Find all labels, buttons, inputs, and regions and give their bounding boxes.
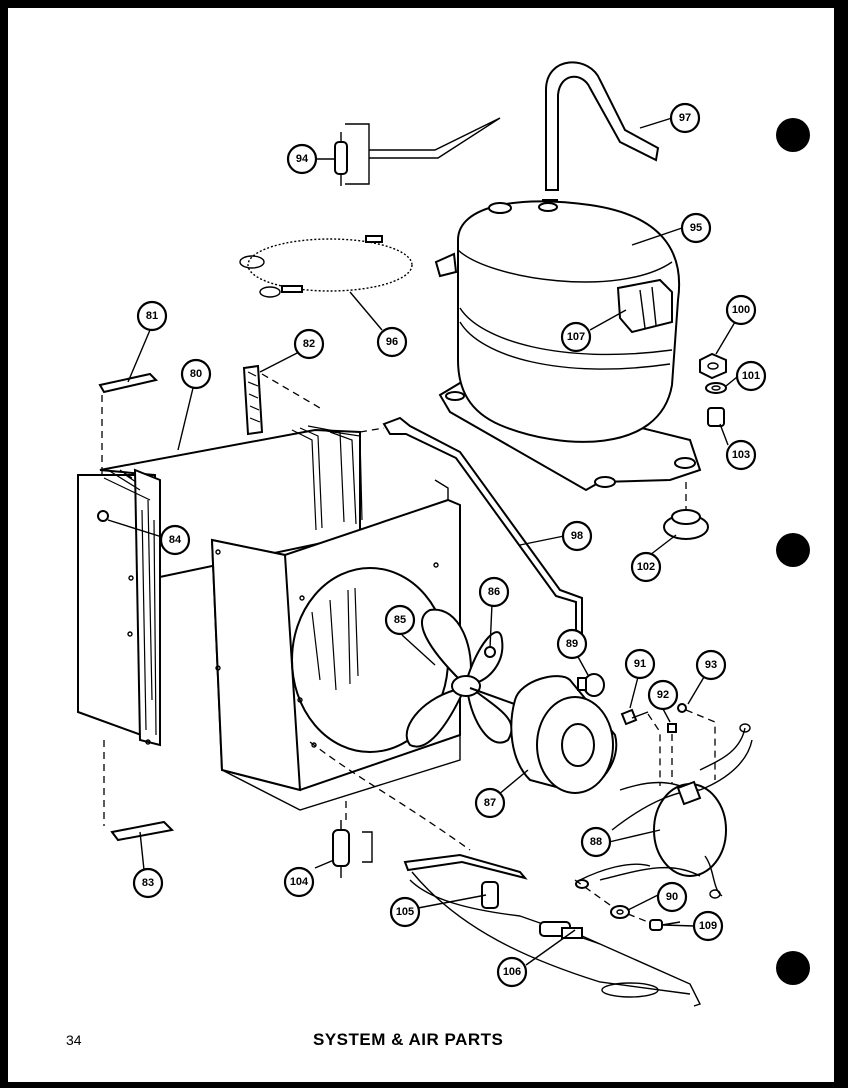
fasteners-91-92-93-part (620, 703, 716, 786)
heater-assembly-part (309, 741, 701, 1007)
svg-text:81: 81 (146, 310, 158, 322)
callout-80: 80 (180, 358, 212, 390)
page-title: SYSTEM & AIR PARTS (313, 1030, 504, 1049)
svg-text:98: 98 (571, 530, 583, 542)
svg-text:85: 85 (394, 614, 406, 626)
callout-107: 107 (560, 321, 592, 353)
seal-strip-83-part (103, 740, 175, 842)
svg-text:90: 90 (666, 891, 678, 903)
svg-text:101: 101 (742, 370, 760, 382)
page-number: 34 (66, 1032, 82, 1048)
exploded-parts-diagram: 80 81 82 83 84 85 86 87 88 89 90 91 92 9… (77, 61, 767, 1007)
callout-82: 82 (293, 328, 325, 360)
svg-text:80: 80 (190, 368, 202, 380)
callout-85: 85 (384, 604, 416, 636)
callout-86: 86 (478, 576, 510, 608)
svg-text:103: 103 (732, 449, 750, 461)
callout-91: 91 (624, 648, 656, 680)
fan-blade-part (405, 608, 513, 748)
capillary-tube-part (239, 235, 413, 298)
callout-87: 87 (474, 787, 506, 819)
callout-103: 103 (725, 439, 757, 471)
callout-104: 104 (283, 866, 315, 898)
motor-mount-part (575, 723, 753, 899)
callout-97: 97 (669, 102, 701, 134)
svg-text:83: 83 (142, 877, 154, 889)
svg-text:94: 94 (296, 153, 309, 165)
binder-hole-bottom (776, 951, 810, 985)
svg-text:105: 105 (396, 906, 414, 918)
callout-81: 81 (136, 300, 168, 332)
seal-strip-81-part (98, 372, 158, 475)
callout-92: 92 (647, 679, 679, 711)
svg-text:92: 92 (657, 689, 669, 701)
callout-83: 83 (132, 867, 164, 899)
callout-88: 88 (580, 826, 612, 858)
svg-text:82: 82 (303, 338, 315, 350)
callout-98: 98 (561, 520, 593, 552)
callout-101: 101 (735, 360, 767, 392)
callout-106: 106 (496, 956, 528, 988)
svg-text:96: 96 (386, 336, 398, 348)
drier-104-part (332, 800, 373, 878)
svg-text:104: 104 (290, 876, 309, 888)
leader-lines (107, 117, 738, 966)
callout-100: 100 (725, 294, 757, 326)
callout-89: 89 (556, 628, 588, 660)
fan-motor-part (469, 675, 618, 794)
compressor-part (434, 200, 702, 492)
callout-84: 84 (159, 524, 191, 556)
svg-text:107: 107 (567, 331, 585, 343)
callout-99: 109 (692, 910, 724, 942)
callout-90: 90 (656, 881, 688, 913)
callout-93: 93 (695, 649, 727, 681)
discharge-tube-part (542, 61, 660, 213)
seal-strip-82-part (242, 364, 321, 436)
callout-96: 96 (376, 326, 408, 358)
svg-text:89: 89 (566, 638, 578, 650)
cap-99-part (577, 673, 605, 697)
terminal-cover-part (616, 278, 673, 334)
svg-text:106: 106 (503, 966, 521, 978)
callout-105: 105 (389, 896, 421, 928)
fan-shroud-part (210, 479, 461, 811)
callout-95: 95 (680, 212, 712, 244)
svg-text:87: 87 (484, 797, 496, 809)
binder-hole-middle (776, 533, 810, 567)
svg-text:91: 91 (634, 658, 646, 670)
svg-text:97: 97 (679, 112, 691, 124)
binder-hole-top (776, 118, 810, 152)
svg-text:95: 95 (690, 222, 702, 234)
parts-sheet: 80 81 82 83 84 85 86 87 88 89 90 91 92 9… (8, 8, 834, 1082)
svg-text:109: 109 (699, 920, 717, 932)
svg-text:93: 93 (705, 659, 717, 671)
callout-94: 94 (286, 143, 318, 175)
svg-text:84: 84 (169, 534, 182, 546)
svg-text:102: 102 (637, 561, 655, 573)
drier-part (334, 117, 501, 186)
mounting-hardware-part (663, 352, 727, 540)
svg-text:86: 86 (488, 586, 500, 598)
callout-102: 102 (630, 551, 662, 583)
svg-text:100: 100 (732, 304, 750, 316)
svg-text:88: 88 (590, 836, 602, 848)
